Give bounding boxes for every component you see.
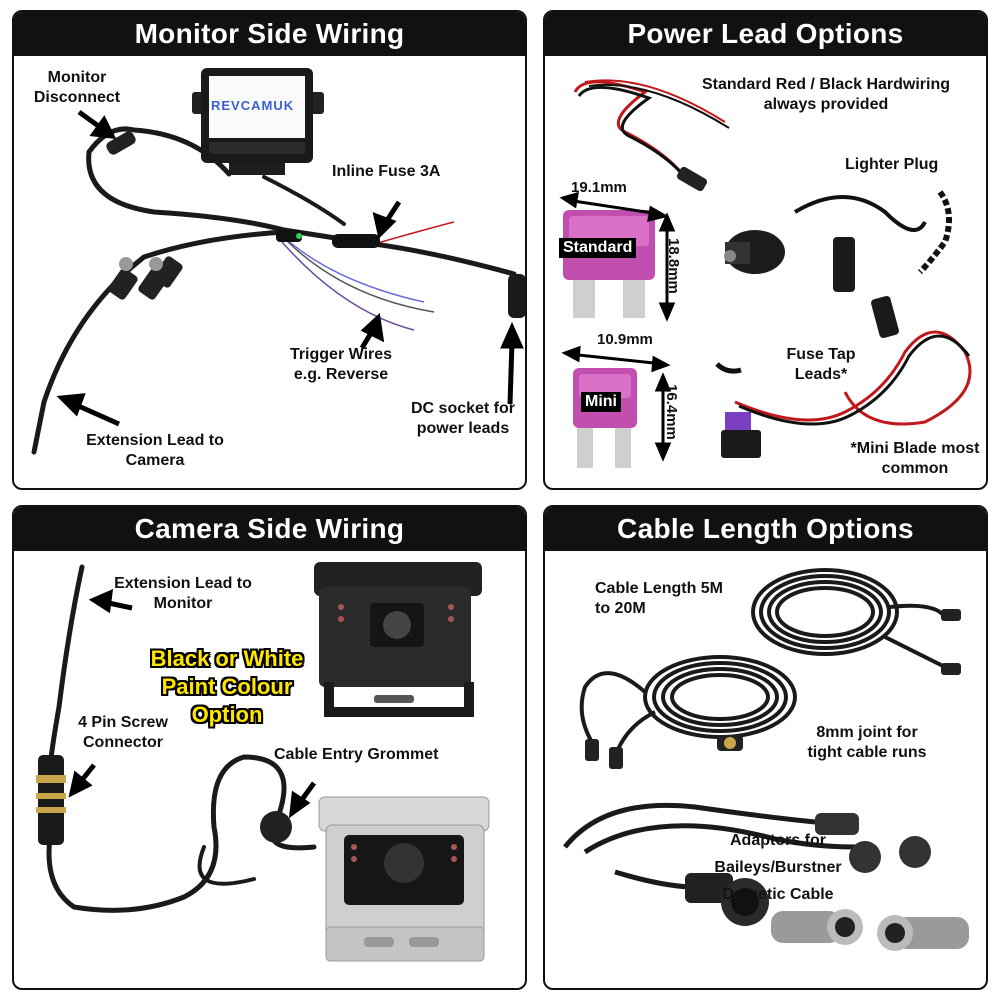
standard-fuse-image (563, 210, 655, 318)
fuse-tap-label: Fuse Tap Leads* (786, 346, 856, 383)
adaptor-connectors-image (685, 813, 969, 951)
white-camera-image (318, 796, 490, 962)
camera-panel-title: Camera Side Wiring (14, 507, 525, 551)
four-pin-connector-image (36, 755, 66, 845)
red-black-lead-image (573, 79, 730, 181)
lighter-plug-image (724, 190, 952, 292)
mini-fuse-image (573, 368, 637, 468)
power-panel-title: Power Lead Options (545, 12, 986, 56)
monitor-disconnect-label: Monitor Disconnect (33, 69, 121, 106)
monitor-wiring-illustration (31, 68, 525, 455)
standard-hardwiring-label: Standard Red / Black Hardwiring always p… (701, 76, 951, 113)
monitor-panel-title: Monitor Side Wiring (14, 12, 525, 56)
monitor-brand-logo: REVCAMUK (211, 98, 295, 113)
camera-wiring-panel: Camera Side Wiring Extension Lead to Mon… (12, 505, 527, 990)
standard-fuse-width: 19.1mm (571, 179, 627, 196)
cable-length-illustration (563, 568, 969, 951)
extension-lead-monitor-label: Extension Lead to Monitor (114, 575, 252, 612)
mini-fuse-height: 16.4mm (663, 384, 680, 440)
mini-blade-note: *Mini Blade most common (850, 440, 980, 477)
cable-length-panel: Cable Length Options Cable Length 5M to … (543, 505, 988, 990)
cable-panel-title: Cable Length Options (545, 507, 986, 551)
camera-wiring-illustration (36, 562, 490, 962)
inline-fuse-label: Inline Fuse 3A (332, 163, 441, 180)
mini-fuse-width: 10.9mm (597, 331, 653, 348)
cable-entry-grommet-label: Cable Entry Grommet (274, 746, 439, 763)
trigger-wires-label: Trigger Wires e.g. Reverse (289, 346, 393, 383)
dc-socket-label: DC socket for power leads (410, 400, 516, 437)
black-camera-image (314, 562, 482, 717)
cable-length-label: Cable Length 5M to 20M (595, 580, 724, 617)
paint-colour-option-label: Black or White Paint Colour Option (150, 646, 304, 727)
standard-fuse-height: 18.8mm (665, 238, 682, 294)
standard-fuse-name: Standard (559, 238, 637, 258)
mini-fuse-name: Mini (581, 392, 621, 412)
monitor-image (192, 68, 324, 175)
adaptors-label: Adaptors for Baileys/Burstner Dometic Ca… (714, 832, 842, 903)
four-pin-connector-label: 4 Pin Screw Connector (78, 714, 168, 751)
joint-label: 8mm joint for tight cable runs (807, 724, 927, 761)
cable-coil-small-image (579, 655, 797, 758)
power-lead-panel: Power Lead Options Standard Red / Black … (543, 10, 988, 490)
lighter-plug-label: Lighter Plug (845, 156, 939, 173)
monitor-wiring-panel: Monitor Side Wiring REVCAMUK Monitor Dis… (12, 10, 527, 490)
fuse-tap-lead-image (715, 295, 972, 458)
cable-coil-large-image (751, 568, 947, 669)
extension-lead-camera-label: Extension Lead to Camera (86, 432, 224, 469)
